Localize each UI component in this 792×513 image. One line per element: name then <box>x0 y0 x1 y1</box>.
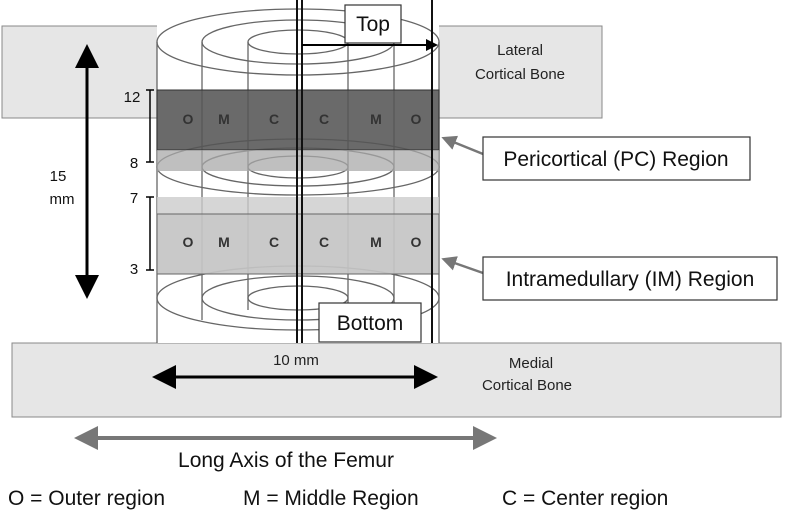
bottom-label: Bottom <box>337 312 404 335</box>
cylinder-axis <box>296 0 433 343</box>
medial-cortical-bone <box>11 342 782 418</box>
lateral-bone-label-line2: Cortical Bone <box>475 66 565 83</box>
legend-middle: M = Middle Region <box>243 487 419 510</box>
im-scale-bracket <box>146 196 154 271</box>
tick-label-7: 7 <box>130 190 138 207</box>
pc-segment-5: M <box>370 111 382 127</box>
tick-label-12: 12 <box>124 89 141 106</box>
pc-segment-2: M <box>218 111 230 127</box>
im-callout-arrow <box>441 256 484 275</box>
tick-label-3: 3 <box>130 261 138 278</box>
lateral-bone-label-line1: Lateral <box>497 42 543 59</box>
width-label: 10 mm <box>273 352 319 369</box>
tick-label-8: 8 <box>130 155 138 172</box>
im-region-callout-box <box>482 256 778 301</box>
pc-callout-arrow <box>441 135 484 156</box>
legend-center: C = Center region <box>502 487 668 510</box>
im-region-callout: Intramedullary (IM) Region <box>506 268 755 291</box>
pc-segment-4: C <box>319 111 329 127</box>
im-segment-3: C <box>269 234 279 250</box>
pc-segment-letters: O M C C M O <box>183 111 422 127</box>
top-label: Top <box>356 13 390 36</box>
height-label-unit: mm <box>50 191 75 208</box>
bottom-label-box <box>318 302 422 343</box>
pc-region-callout-box <box>482 136 751 181</box>
top-label-box <box>344 4 402 44</box>
medial-bone-label-line2: Cortical Bone <box>482 377 572 394</box>
height-label-value: 15 <box>50 168 67 185</box>
legend-outer: O = Outer region <box>8 487 165 510</box>
im-segment-1: O <box>183 234 194 250</box>
pc-scale-bracket <box>146 89 154 163</box>
long-axis-label: Long Axis of the Femur <box>178 449 394 472</box>
im-segment-5: M <box>370 234 382 250</box>
im-segment-6: O <box>411 234 422 250</box>
pc-segment-6: O <box>411 111 422 127</box>
im-segment-letters: O M C C M O <box>183 234 422 250</box>
medial-bone-label-line1: Medial <box>509 355 553 372</box>
pc-segment-3: C <box>269 111 279 127</box>
pc-region-callout: Pericortical (PC) Region <box>503 148 728 171</box>
im-segment-4: C <box>319 234 329 250</box>
pc-segment-1: O <box>183 111 194 127</box>
im-segment-2: M <box>218 234 230 250</box>
